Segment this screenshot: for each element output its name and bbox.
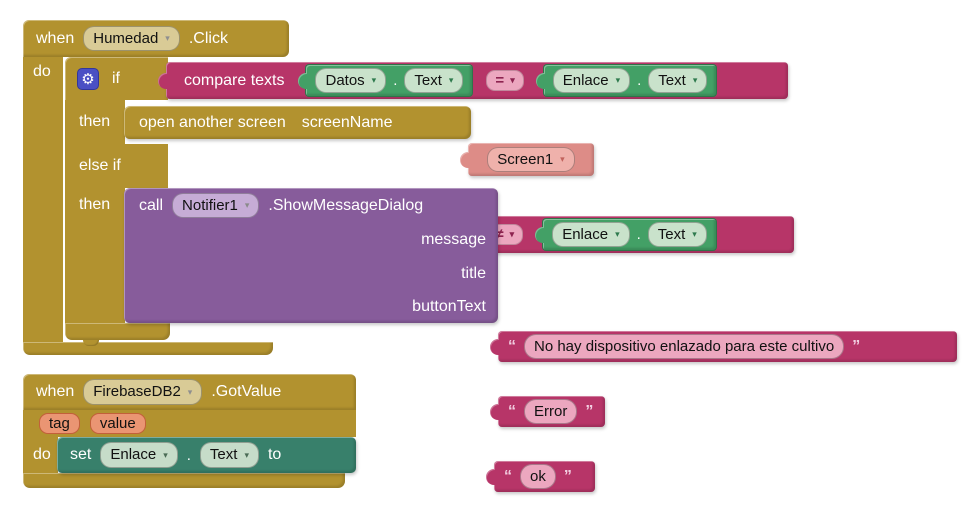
dot-separator: . xyxy=(637,72,642,89)
when-humedad-click-block[interactable]: when Humedad ▾ .Click xyxy=(23,20,289,57)
component-dropdown-enlace[interactable]: Enlace ▾ xyxy=(100,442,178,468)
property-dropdown-text[interactable]: Text ▾ xyxy=(648,67,708,94)
open-quote: “ xyxy=(504,467,512,485)
mutator-gear-icon[interactable]: ⚙ xyxy=(77,67,99,90)
arg-label-buttontext: buttonText xyxy=(412,298,486,315)
when-label: when xyxy=(36,29,75,47)
param-chip-tag[interactable]: tag xyxy=(39,413,80,434)
component-dropdown-datos[interactable]: Datos ▾ xyxy=(315,67,387,94)
arg-label-title: title xyxy=(461,265,486,282)
set-property-block[interactable]: set Enlace ▾ . Text ▾ to xyxy=(57,437,356,473)
close-quote: ” xyxy=(563,467,572,485)
component-dropdown-enlace[interactable]: Enlace ▾ xyxy=(552,221,630,248)
set-label: set xyxy=(70,446,92,463)
to-label: to xyxy=(267,446,282,463)
when-block-left-column[interactable]: do xyxy=(23,57,63,342)
string-value-buttontext[interactable]: ok xyxy=(520,463,556,490)
property-dropdown-text[interactable]: Text ▾ xyxy=(647,221,707,248)
dropdown-arrow-icon: ▾ xyxy=(560,154,565,164)
open-quote: “ xyxy=(508,402,516,420)
statement-connector-nub xyxy=(83,340,99,346)
call-label: call xyxy=(139,196,164,214)
dot-separator: . xyxy=(186,446,191,464)
string-value-message[interactable]: No hay dispositivo enlazado para este cu… xyxy=(524,333,845,360)
dropdown-arrow-icon: ▾ xyxy=(510,75,515,85)
dropdown-arrow-icon: ▾ xyxy=(692,75,698,85)
text-string-block-title[interactable]: “ Error ” xyxy=(498,396,605,427)
dropdown-arrow-icon: ▾ xyxy=(448,75,454,85)
open-quote: “ xyxy=(508,337,516,355)
screen-dropdown-block[interactable]: Screen1 ▾ xyxy=(468,143,594,176)
dropdown-arrow-icon: ▾ xyxy=(244,200,250,210)
component-dropdown-humedad[interactable]: Humedad ▾ xyxy=(83,25,180,52)
text-string-block-message[interactable]: “ No hay dispositivo enlazado para este … xyxy=(498,331,957,362)
open-screen-block[interactable]: open another screen screenName xyxy=(124,106,471,139)
dropdown-arrow-icon: ▾ xyxy=(692,229,697,239)
dot-separator: . xyxy=(393,72,398,89)
property-dropdown-text[interactable]: Text ▾ xyxy=(199,442,259,468)
close-quote: ” xyxy=(852,337,861,355)
operator-dropdown-equals[interactable]: = ▾ xyxy=(486,70,524,91)
then-row-label: then xyxy=(65,100,125,144)
if-block-header[interactable]: ⚙ if xyxy=(65,57,168,100)
dropdown-arrow-icon: ▾ xyxy=(163,449,168,460)
property-dropdown-text[interactable]: Text ▾ xyxy=(404,67,464,94)
else-if-row-label: else if xyxy=(65,144,168,188)
when-label: when xyxy=(36,383,75,400)
then2-row-label: then xyxy=(65,188,125,323)
event-params-row: tag value xyxy=(23,410,356,437)
dropdown-arrow-icon: ▾ xyxy=(615,75,621,85)
notifier-call-block[interactable]: call Notifier1 ▾ .ShowMessageDialog mess… xyxy=(124,188,498,323)
arg-label-message: message xyxy=(421,231,486,248)
param-chip-value[interactable]: value xyxy=(89,413,146,434)
dropdown-arrow-icon: ▾ xyxy=(244,449,249,460)
when-block-bottom xyxy=(23,342,273,355)
dropdown-arrow-icon: ▾ xyxy=(165,33,170,43)
component-getter-enlace-text[interactable]: Enlace ▾ . Text ▾ xyxy=(542,217,717,252)
dropdown-arrow-icon: ▾ xyxy=(509,229,515,239)
string-value-title[interactable]: Error xyxy=(524,398,578,425)
close-quote: ” xyxy=(585,402,594,420)
component-dropdown-firebasedb2[interactable]: FirebaseDB2 ▾ xyxy=(83,379,203,405)
text-string-block-buttontext[interactable]: “ ok ” xyxy=(494,461,595,492)
do-label: do xyxy=(33,63,51,80)
dropdown-arrow-icon: ▾ xyxy=(187,386,193,397)
if-block-bottom xyxy=(65,323,170,346)
open-screen-label: open another screen xyxy=(139,113,286,131)
dropdown-arrow-icon: ▾ xyxy=(371,75,377,85)
if-label: if xyxy=(112,69,120,87)
component-getter-datos-text[interactable]: Datos ▾ . Text ▾ xyxy=(305,63,474,98)
event-name-label: .Click xyxy=(188,29,228,47)
compare-texts-block-1[interactable]: compare texts Datos ▾ . Text ▾ = ▾ Enlac… xyxy=(166,62,788,99)
compare-texts-label: compare texts xyxy=(184,71,285,89)
screen-dropdown[interactable]: Screen1 ▾ xyxy=(487,146,575,173)
dropdown-arrow-icon: ▾ xyxy=(615,229,620,239)
do-row: do xyxy=(23,437,58,473)
method-name-label: .ShowMessageDialog xyxy=(268,196,424,214)
do-label: do xyxy=(33,446,51,463)
dot-separator: . xyxy=(636,226,641,243)
when-block-bottom xyxy=(23,473,345,488)
component-getter-enlace-text[interactable]: Enlace ▾ . Text ▾ xyxy=(542,63,718,98)
screen-name-param-label: screenName xyxy=(301,113,393,131)
when-firebase-gotvalue-block[interactable]: when FirebaseDB2 ▾ .GotValue xyxy=(23,374,356,410)
event-name-label: .GotValue xyxy=(211,383,282,400)
component-dropdown-enlace[interactable]: Enlace ▾ xyxy=(552,67,631,94)
component-dropdown-notifier1[interactable]: Notifier1 ▾ xyxy=(172,192,260,219)
